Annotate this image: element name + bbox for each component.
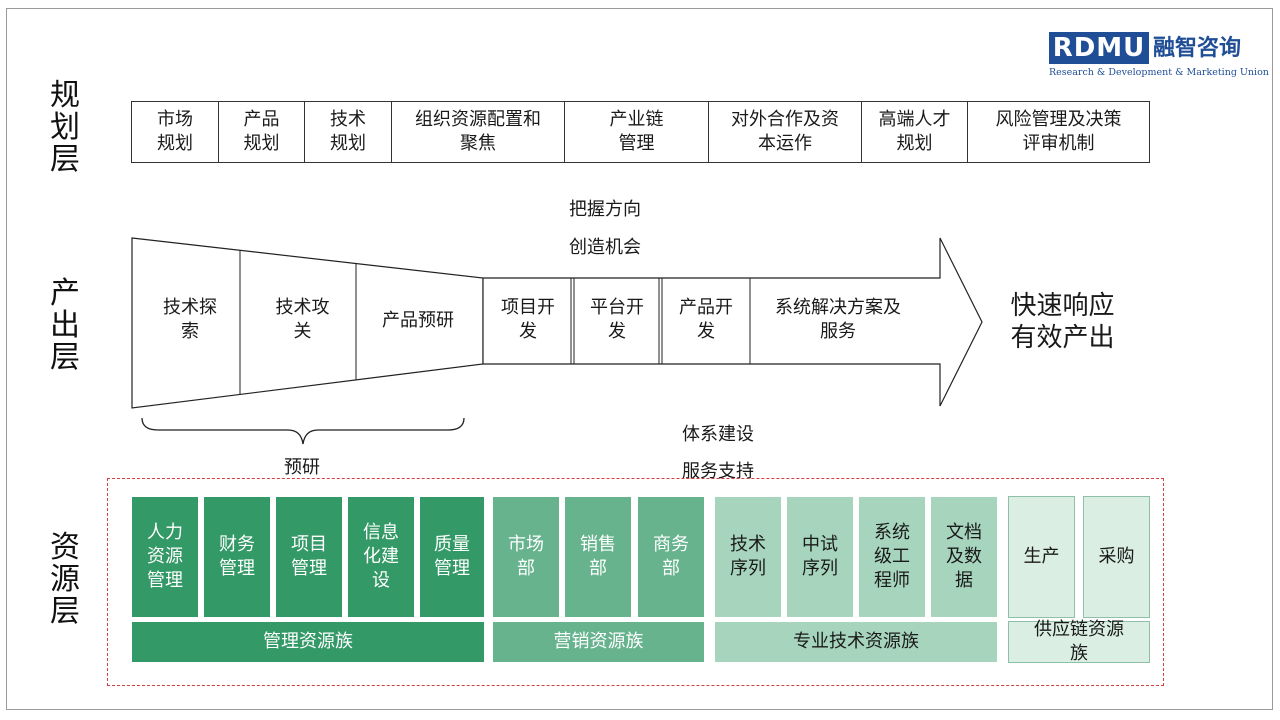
planning-item: 产品 规划	[219, 102, 305, 162]
logo-subtitle: Research & Development & Marketing Union	[1049, 67, 1269, 78]
brace-icon	[141, 417, 465, 445]
planning-item: 市场 规划	[132, 102, 219, 162]
arrow-item: 平台开 发	[590, 297, 644, 342]
planning-row: 市场 规划 产品 规划 技术 规划 组织资源配置和 聚焦 产业链 管理 对外合作…	[131, 101, 1150, 163]
arrow-item: 系统解决方案及 服务	[775, 297, 901, 342]
resource-item: 销售 部	[564, 496, 632, 618]
resource-item: 质量 管理	[419, 496, 485, 618]
resource-item: 信息 化建 设	[347, 496, 415, 618]
planning-item: 产业链 管理	[565, 102, 709, 162]
arrow-shape	[482, 237, 983, 407]
resource-family-label: 专业技术资源族	[714, 621, 998, 663]
resource-item: 生产	[1008, 496, 1075, 618]
planning-item: 组织资源配置和 聚焦	[392, 102, 565, 162]
result-text: 快速响应 有效产出	[1010, 291, 1115, 353]
output-flow-diagram	[131, 237, 983, 409]
resource-item: 系统 级工 程师	[858, 496, 926, 618]
resource-family-label: 供应链资源 族	[1008, 619, 1150, 664]
resource-item: 文档 及数 据	[930, 496, 998, 618]
support-line-2: 服务支持	[682, 461, 754, 482]
planning-item: 风险管理及决策 评审机制	[995, 109, 1122, 154]
resource-item: 项目 管理	[275, 496, 343, 618]
planning-item: 技术 规划	[305, 102, 392, 162]
resource-item: 人力 资源 管理	[131, 496, 199, 618]
resource-item: 市场 部	[492, 496, 560, 618]
support-line-1: 体系建设	[682, 424, 754, 445]
planning-item: 高端人才 规划	[862, 102, 968, 162]
funnel-item: 产品预研	[382, 310, 454, 331]
guidance-line-2: 创造机会	[569, 237, 641, 258]
resource-item: 财务 管理	[203, 496, 271, 618]
planning-layer-label: 规划层	[50, 78, 80, 177]
funnel-item: 技术攻 关	[275, 297, 330, 342]
resource-family-label: 营销资源族	[492, 621, 705, 663]
slide-frame	[6, 8, 1273, 710]
resource-item: 技术 序列	[714, 496, 782, 618]
arrow-item: 项目开 发	[501, 297, 555, 342]
arrow-item: 产品开 发	[679, 297, 733, 342]
funnel-item: 技术探 索	[163, 297, 217, 342]
resource-item: 中试 序列	[786, 496, 854, 618]
output-layer-label: 产出层	[50, 276, 80, 375]
brace-label: 预研	[284, 457, 320, 478]
resource-container	[107, 478, 1164, 686]
planning-item: 对外合作及资 本运作	[709, 102, 862, 162]
logo-chinese-name: 融智咨询	[1153, 35, 1242, 61]
resource-item: 采购	[1083, 496, 1150, 618]
resource-item: 商务 部	[637, 496, 705, 618]
guidance-line-1: 把握方向	[569, 199, 641, 220]
rdmu-logo: RDMU	[1049, 32, 1149, 64]
resource-layer-label: 资源层	[50, 530, 80, 629]
resource-family-label: 管理资源族	[131, 621, 485, 663]
